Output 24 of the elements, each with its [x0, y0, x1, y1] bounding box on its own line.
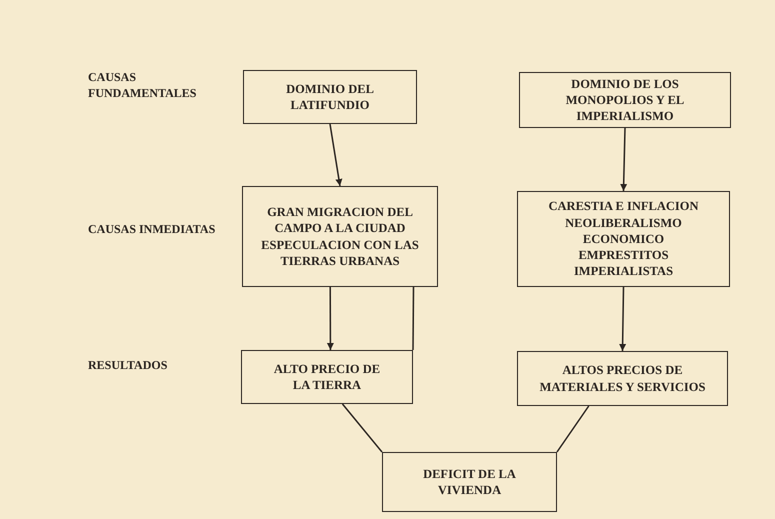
process-box	[382, 452, 557, 512]
box-text: ALTO PRECIO DE LA TIERRA	[272, 360, 382, 394]
box-text: CARESTIA E INFLACION NEOLIBERALISMO ECONOMICO EMPRESTITOS IMPERIALISTAS	[547, 198, 700, 280]
box-text: DEFICIT DE LA VIVIENDA	[422, 466, 517, 498]
arrow	[619, 286, 626, 352]
row-label: CAUSAS INMEDIATAS	[88, 222, 216, 238]
process-box	[517, 191, 730, 287]
process-box	[519, 72, 731, 128]
box-text: DOMINIO DEL LATIFUNDIO	[285, 80, 375, 114]
box-text: DOMINIO DE LOS MONOPOLIOS Y EL IMPERIALISMO	[564, 76, 686, 124]
row-label: RESULTADOS	[88, 358, 168, 374]
arrow	[620, 128, 628, 192]
arrow	[329, 124, 342, 186]
arrow	[326, 287, 334, 350]
process-box	[242, 186, 438, 287]
process-box	[241, 350, 413, 404]
process-box	[517, 351, 728, 406]
connector-line	[556, 406, 590, 452]
connector-line	[342, 404, 383, 452]
process-box	[243, 70, 417, 124]
box-text: ALTOS PRECIOS DE MATERIALES Y SERVICIOS	[538, 362, 706, 395]
row-label: CAUSAS FUNDAMENTALES	[88, 70, 198, 102]
connector-line	[412, 287, 414, 350]
box-text: GRAN MIGRACION DEL CAMPO A LA CIUDAD ESPECULACION CON LAS TIERRAS URBANAS	[260, 204, 420, 269]
